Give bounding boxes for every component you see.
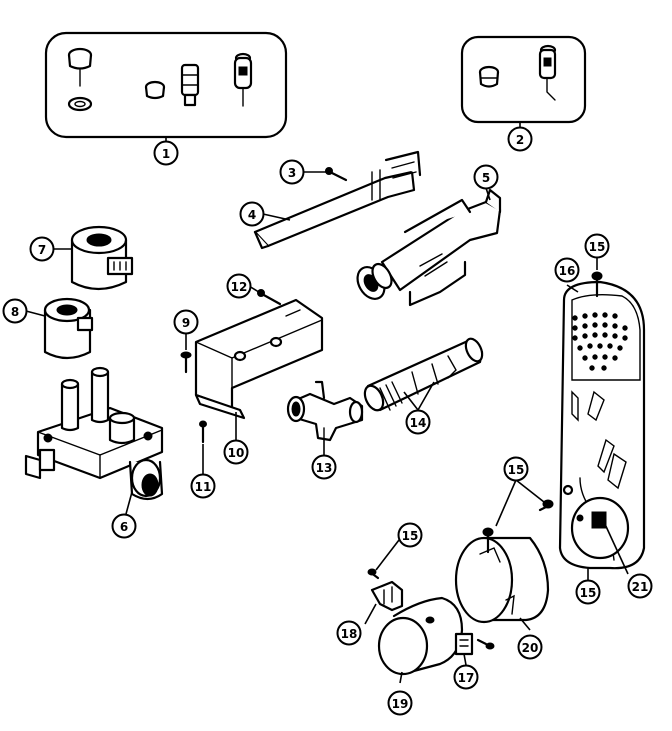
callout-15-left: 15 — [397, 522, 423, 548]
svg-text:13: 13 — [316, 461, 333, 475]
svg-text:15: 15 — [580, 586, 597, 600]
svg-text:17: 17 — [458, 671, 475, 685]
svg-text:15: 15 — [402, 529, 419, 543]
part-14-tube — [363, 337, 484, 412]
callout-18: 18 — [336, 620, 362, 646]
callout-17: 17 — [453, 664, 479, 690]
callout-15-bottom: 15 — [575, 579, 601, 605]
callout-2: 2 — [507, 126, 533, 152]
kit-2-box — [460, 35, 587, 124]
svg-text:6: 6 — [120, 520, 128, 534]
svg-text:5: 5 — [482, 171, 490, 185]
part-13-fitting — [286, 380, 364, 442]
part-17-thermostat — [454, 632, 495, 656]
callout-8: 8 — [2, 298, 28, 324]
svg-text:15: 15 — [589, 240, 606, 254]
svg-text:14: 14 — [410, 416, 427, 430]
callout-21: 21 — [627, 573, 653, 599]
svg-text:4: 4 — [248, 208, 256, 222]
callout-19: 19 — [387, 690, 413, 716]
svg-text:1: 1 — [162, 147, 170, 161]
callout-1: 1 — [153, 140, 179, 166]
svg-text:7: 7 — [38, 243, 46, 257]
part-5-burner-tube — [356, 188, 502, 307]
callout-4: 4 — [239, 201, 265, 227]
svg-text:16: 16 — [559, 264, 576, 278]
callout-15-top: 15 — [584, 233, 610, 259]
svg-text:3: 3 — [288, 166, 296, 180]
part-20-cylinder — [454, 499, 554, 624]
kit-1-box — [44, 31, 288, 139]
svg-text:9: 9 — [182, 316, 190, 330]
svg-text:21: 21 — [632, 580, 649, 594]
callout-9: 9 — [173, 309, 199, 335]
part-6-gas-valve — [24, 366, 164, 501]
svg-text:19: 19 — [392, 697, 409, 711]
svg-text:18: 18 — [341, 627, 358, 641]
callout-14: 14 — [405, 409, 431, 435]
callout-13: 13 — [311, 454, 337, 480]
callout-16: 16 — [554, 257, 580, 283]
leader-lines — [25, 122, 629, 684]
svg-text:11: 11 — [195, 480, 212, 494]
callout-6: 6 — [111, 513, 137, 539]
svg-text:8: 8 — [11, 305, 19, 319]
part-7-coil — [70, 225, 134, 291]
part-8-coil — [43, 297, 94, 360]
svg-text:20: 20 — [522, 641, 539, 655]
part-10-bracket — [180, 289, 324, 444]
callout-5: 5 — [473, 164, 499, 190]
callout-7: 7 — [29, 236, 55, 262]
svg-text:12: 12 — [231, 280, 248, 294]
svg-text:10: 10 — [228, 446, 245, 460]
callout-20: 20 — [517, 634, 543, 660]
callout-15-right: 15 — [503, 456, 529, 482]
callout-11: 11 — [190, 473, 216, 499]
svg-text:15: 15 — [508, 463, 525, 477]
callout-10: 10 — [223, 439, 249, 465]
part-18-bracket — [367, 568, 404, 612]
callout-12: 12 — [226, 273, 252, 299]
part-19-cylinder — [377, 596, 464, 676]
svg-text:2: 2 — [516, 133, 524, 147]
part-4-bracket — [253, 150, 422, 250]
part-16-panel — [558, 271, 646, 570]
callout-3: 3 — [279, 159, 305, 185]
